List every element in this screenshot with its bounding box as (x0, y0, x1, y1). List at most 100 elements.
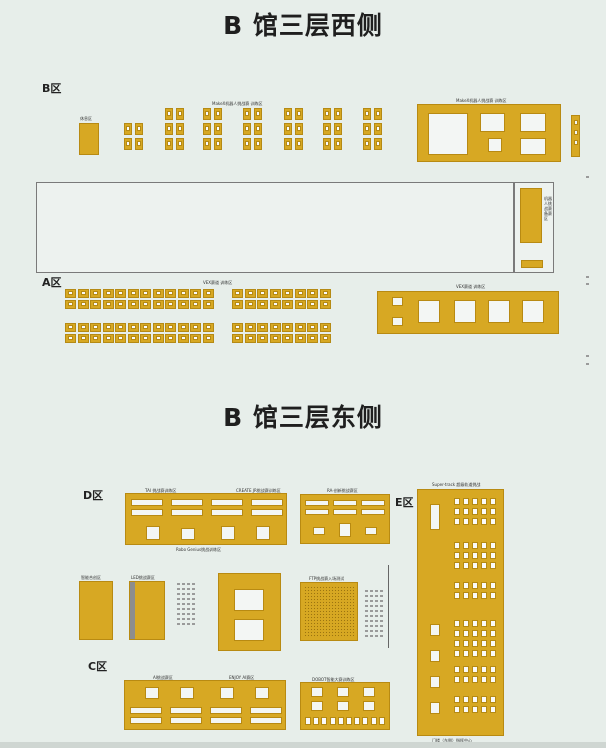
center-display-booth[interactable] (218, 573, 281, 651)
seat-dot (380, 625, 383, 627)
dobot-field (363, 687, 375, 697)
d-table (171, 509, 203, 516)
dobot-seat (337, 717, 344, 725)
led-booth[interactable] (129, 581, 165, 640)
seat (93, 336, 98, 340)
dobot-booth[interactable] (300, 682, 390, 730)
seat (260, 291, 265, 295)
seat (93, 325, 98, 329)
smart-fusion-booth[interactable] (79, 581, 113, 640)
makex-right-label: MakeX机器人挑战赛 训练区 (456, 98, 507, 103)
e-seat (463, 508, 469, 515)
seat (286, 141, 290, 146)
e-seat (490, 498, 496, 505)
super-track-booth[interactable] (417, 489, 504, 736)
ra-booth[interactable] (300, 494, 390, 544)
dobot-seat (321, 717, 328, 725)
dobot-seat (378, 717, 385, 725)
smart-fusion-label: 智能合创区 (81, 575, 101, 580)
rest-area-booth[interactable] (79, 123, 99, 155)
c-table (250, 707, 282, 714)
seat (105, 336, 111, 340)
e-field (430, 624, 440, 636)
seat-dot (370, 620, 373, 622)
d-table (211, 499, 243, 506)
seat (365, 126, 369, 131)
seat (168, 302, 173, 306)
e-seat (481, 620, 487, 627)
e-seat (481, 542, 487, 549)
seat-dot (187, 623, 190, 625)
seat-dot (365, 625, 368, 627)
seat-dot (177, 583, 180, 585)
makex-right-booth[interactable] (417, 104, 561, 162)
makex-field-5 (520, 138, 546, 155)
seat (130, 336, 136, 340)
seat-dot (182, 623, 185, 625)
ai-enjoy-booth[interactable] (124, 680, 286, 730)
seat-dot (375, 620, 378, 622)
seat (137, 141, 141, 146)
ra-field (339, 523, 351, 537)
seat-dot (187, 603, 190, 605)
edge-slot (574, 130, 578, 135)
ra-table (333, 500, 357, 506)
seat (272, 325, 278, 329)
enjoy-ai-label: ENJOY AI赛区 (229, 675, 255, 680)
vex-right-booth[interactable] (377, 291, 559, 334)
seat (105, 325, 111, 329)
e-field (430, 504, 440, 530)
vex-left-label: VEX赛道 训练区 (203, 280, 233, 285)
seat-dot (182, 583, 185, 585)
seat-dot (365, 605, 368, 607)
seat (126, 126, 130, 131)
seat (297, 325, 303, 329)
dobot-field (311, 687, 323, 697)
edge-marker (586, 283, 589, 285)
seat (376, 141, 380, 146)
ai-label: AI挑战赛区 (153, 675, 173, 680)
tai-create-booth[interactable] (125, 493, 287, 545)
seat (118, 336, 123, 340)
seat-dot (375, 635, 378, 637)
ra-slot (365, 527, 377, 535)
seat (297, 291, 303, 295)
e-seat (481, 562, 487, 569)
e-seat (463, 706, 469, 713)
e-seat (454, 666, 460, 673)
seat-dot (365, 635, 368, 637)
seat-dot (177, 608, 180, 610)
vex-field (488, 300, 510, 323)
seat-dot (187, 618, 190, 620)
e-seat (481, 676, 487, 683)
seat-dot (187, 588, 190, 590)
seat-dot (182, 618, 185, 620)
seat-dot (365, 610, 368, 612)
makex-left-label: MakeX机器人挑战赛 训练区 (212, 101, 263, 106)
seat-dot (177, 613, 180, 615)
seat-dot (365, 600, 368, 602)
d-table (211, 509, 243, 516)
e-seat (472, 542, 478, 549)
makex-edge-booth[interactable] (571, 115, 580, 157)
zone-a-label: A区 (42, 276, 62, 289)
seat-dot (365, 590, 368, 592)
seat-dot (365, 595, 368, 597)
ftp-grid (304, 586, 354, 637)
dobot-seat (354, 717, 361, 725)
side-small-booth[interactable] (521, 260, 543, 268)
seat (93, 302, 98, 306)
e-seat (481, 706, 487, 713)
e-seat (472, 640, 478, 647)
seat (205, 325, 211, 329)
seat (180, 291, 186, 295)
side-prep-label: 机器人挑战赛 备赛区 (544, 196, 552, 221)
side-prep-booth[interactable] (520, 188, 542, 243)
e-seat (481, 630, 487, 637)
ftp-booth[interactable] (300, 582, 358, 641)
e-seat (463, 696, 469, 703)
e-seat (490, 620, 496, 627)
e-seat (490, 666, 496, 673)
seat-dot (370, 610, 373, 612)
seat (205, 126, 209, 131)
